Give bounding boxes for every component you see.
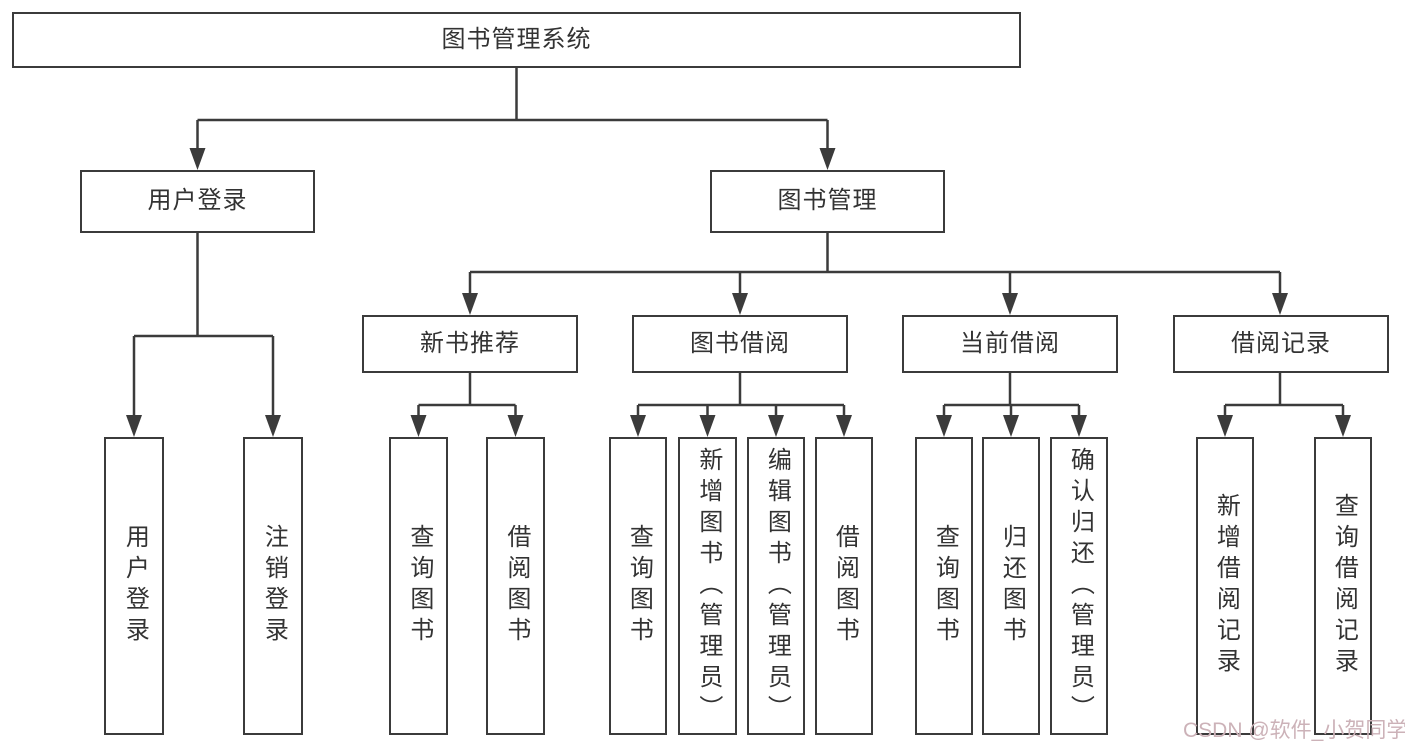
leaf-confirm-return-admin: 确认归还（管理员） <box>1050 437 1108 735</box>
node-book-management-label: 图书管理 <box>777 187 878 215</box>
arrowhead <box>1335 415 1351 437</box>
leaf-recommend-query-book-label: 查询图书 <box>405 524 433 648</box>
node-new-book-recommend: 新书推荐 <box>362 315 578 373</box>
leaf-add-borrow-record: 新增借阅记录 <box>1196 437 1254 735</box>
leaf-recommend-borrow-book-label: 借阅图书 <box>502 524 530 648</box>
node-book-management: 图书管理 <box>710 170 945 233</box>
node-root: 图书管理系统 <box>12 12 1021 68</box>
leaf-borrow-book: 借阅图书 <box>815 437 873 735</box>
leaf-add-borrow-record-label: 新增借阅记录 <box>1212 493 1240 679</box>
node-new-book-recommend-label: 新书推荐 <box>420 329 520 357</box>
leaf-current-query-book: 查询图书 <box>915 437 973 735</box>
leaf-recommend-borrow-book: 借阅图书 <box>486 437 545 735</box>
leaf-edit-book-admin-label: 编辑图书（管理员） <box>763 446 791 726</box>
arrowhead <box>819 148 836 170</box>
arrowhead <box>462 293 478 315</box>
arrowhead <box>630 415 646 437</box>
leaf-borrow-query-book-label: 查询图书 <box>625 524 653 648</box>
arrowhead <box>1217 415 1233 437</box>
node-book-borrow: 图书借阅 <box>632 315 848 373</box>
leaf-current-query-book-label: 查询图书 <box>931 524 959 648</box>
arrowhead <box>1003 415 1019 437</box>
connector-borrow-records <box>1223 373 1345 418</box>
arrowhead <box>699 415 716 437</box>
leaf-logout-label: 注销登录 <box>260 524 288 648</box>
connector-current-borrow <box>942 373 1081 418</box>
arrowhead <box>1272 293 1288 315</box>
leaf-edit-book-admin: 编辑图书（管理员） <box>747 437 805 735</box>
node-book-borrow-label: 图书借阅 <box>690 329 790 357</box>
arrowhead <box>936 415 952 437</box>
leaf-return-book: 归还图书 <box>982 437 1040 735</box>
arrowhead <box>836 415 852 437</box>
arrowhead <box>1071 415 1087 437</box>
leaf-logout: 注销登录 <box>243 437 303 735</box>
node-root-label: 图书管理系统 <box>441 25 592 53</box>
node-current-borrow: 当前借阅 <box>902 315 1118 373</box>
leaf-borrow-query-book: 查询图书 <box>609 437 667 735</box>
node-user-login: 用户登录 <box>80 170 315 233</box>
node-current-borrow-label: 当前借阅 <box>960 329 1060 357</box>
leaf-add-book-admin: 新增图书（管理员） <box>678 437 737 735</box>
connector-new-book-recommend <box>417 373 517 418</box>
arrowhead <box>768 415 784 437</box>
leaf-confirm-return-admin-label: 确认归还（管理员） <box>1066 446 1094 726</box>
leaf-recommend-query-book: 查询图书 <box>389 437 448 735</box>
leaf-user-login: 用户登录 <box>104 437 164 735</box>
arrowhead <box>189 148 206 170</box>
arrowhead <box>732 293 748 315</box>
arrowhead <box>265 415 281 437</box>
csdn-watermark: CSDN @软件_小贺同学 <box>1183 719 1405 742</box>
connector-root <box>196 68 829 150</box>
connector-book-management <box>468 233 1282 296</box>
arrowhead <box>410 415 427 437</box>
leaf-return-book-label: 归还图书 <box>998 524 1026 648</box>
leaf-add-book-admin-label: 新增图书（管理员） <box>694 446 722 726</box>
node-user-login-label: 用户登录 <box>147 187 248 215</box>
arrowhead <box>507 415 524 437</box>
node-borrow-records-label: 借阅记录 <box>1231 329 1331 357</box>
leaf-query-borrow-record-label: 查询借阅记录 <box>1330 493 1358 679</box>
connector-book-borrow <box>636 373 846 418</box>
leaf-borrow-book-label: 借阅图书 <box>831 524 859 648</box>
leaf-user-login-label: 用户登录 <box>121 524 149 648</box>
arrowhead <box>1002 293 1018 315</box>
connector-user-login <box>132 233 275 418</box>
arrowhead <box>126 415 142 437</box>
leaf-query-borrow-record: 查询借阅记录 <box>1314 437 1372 735</box>
node-borrow-records: 借阅记录 <box>1173 315 1389 373</box>
